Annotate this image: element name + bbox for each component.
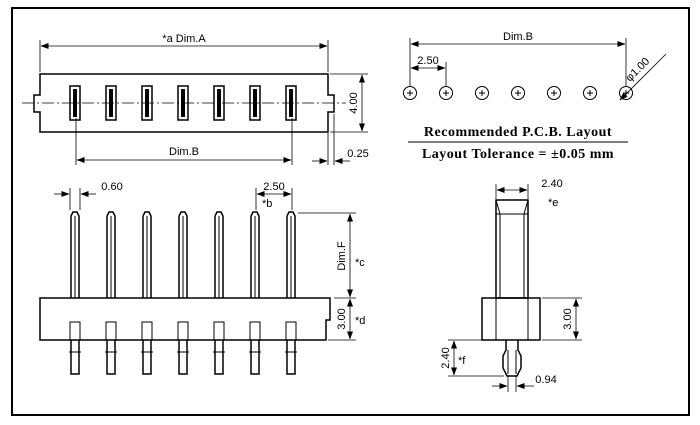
- top-pin: [289, 89, 293, 117]
- side-height-300-label: 3.00: [562, 308, 574, 329]
- pcb-hole: [511, 86, 525, 100]
- star-b-label: *b: [262, 198, 272, 210]
- height-400-label: 4.00: [348, 92, 360, 113]
- top-pin: [73, 89, 77, 117]
- front-pin: [286, 211, 296, 298]
- front-pin-tail: [214, 340, 224, 375]
- pcb-title: Recommended P.C.B. Layout: [424, 125, 612, 140]
- top-pin-slot: [69, 85, 81, 121]
- top-view-pins: [69, 85, 297, 121]
- pcb-dim-b-label: Dim.B: [503, 31, 533, 43]
- pcb-hole: [403, 86, 417, 100]
- side-tail: [502, 340, 522, 377]
- pcb-hole: [475, 86, 489, 100]
- top-pin-slot: [213, 85, 225, 121]
- front-pin-tail: [70, 340, 80, 375]
- top-pin: [253, 89, 257, 117]
- dim-b-label: Dim.B: [169, 146, 199, 158]
- pcb-holes: [403, 86, 633, 100]
- top-pin: [181, 89, 185, 117]
- front-pin: [178, 211, 188, 298]
- front-pitch-label: 2.50: [263, 181, 284, 193]
- pcb-layout: Dim.B 2.50 φ1.00 Recommended P.C.B. Layo…: [403, 31, 667, 162]
- top-pin: [109, 89, 113, 117]
- tail-height-label: 2.40: [440, 347, 452, 368]
- front-view-housing: [39, 297, 331, 341]
- pin-width-label: 0.60: [101, 181, 122, 193]
- star-d-label: *d: [355, 315, 365, 327]
- pcb-hole: [583, 86, 597, 100]
- side-pin-upper: [495, 199, 529, 299]
- top-pin-slot: [249, 85, 261, 121]
- side-view: 2.40 *e 3.00 2.40 *f 0.94: [440, 178, 582, 392]
- front-pin-tail: [106, 340, 116, 375]
- side-width-label: 2.40: [541, 178, 562, 190]
- dim-f-label: Dim.F: [336, 241, 348, 271]
- top-pin-slot: [285, 85, 297, 121]
- front-pin: [106, 211, 116, 298]
- front-pin-tail: [250, 340, 260, 375]
- star-e-label: *e: [548, 197, 558, 209]
- dim-a-label: *a Dim.A: [162, 33, 206, 45]
- star-c-label: *c: [355, 257, 365, 269]
- front-height-300-label: 3.00: [336, 308, 348, 329]
- top-view: *a Dim.A 4.00 Dim.B 0.25: [22, 33, 369, 165]
- star-f-label: *f: [458, 355, 466, 367]
- hole-dia-label: φ1.00: [624, 56, 653, 85]
- front-view: 0.60 2.50 *b Dim.F *c 3.00 *d: [39, 181, 365, 375]
- top-pin-slot: [141, 85, 153, 121]
- tail-width-label: 0.94: [535, 374, 556, 386]
- side-housing: [481, 297, 541, 341]
- pcb-hole: [439, 86, 453, 100]
- pcb-pitch-label: 2.50: [417, 55, 438, 67]
- top-pin-slot: [177, 85, 189, 121]
- front-view-pins: [69, 211, 297, 375]
- offset-025-label: 0.25: [347, 148, 368, 160]
- front-pin-tail: [142, 340, 152, 375]
- top-pin-slot: [105, 85, 117, 121]
- front-pin: [250, 211, 260, 298]
- drawing-frame: [11, 7, 690, 416]
- front-pin: [70, 211, 80, 298]
- front-pin: [142, 211, 152, 298]
- front-pin-tail: [178, 340, 188, 375]
- pcb-tolerance: Layout Tolerance = ±0.05 mm: [422, 147, 614, 162]
- top-pin: [217, 89, 221, 117]
- top-view-body: [33, 73, 335, 133]
- pcb-hole: [547, 86, 561, 100]
- top-pin: [145, 89, 149, 117]
- front-pin: [214, 211, 224, 298]
- front-pin-tail: [286, 340, 296, 375]
